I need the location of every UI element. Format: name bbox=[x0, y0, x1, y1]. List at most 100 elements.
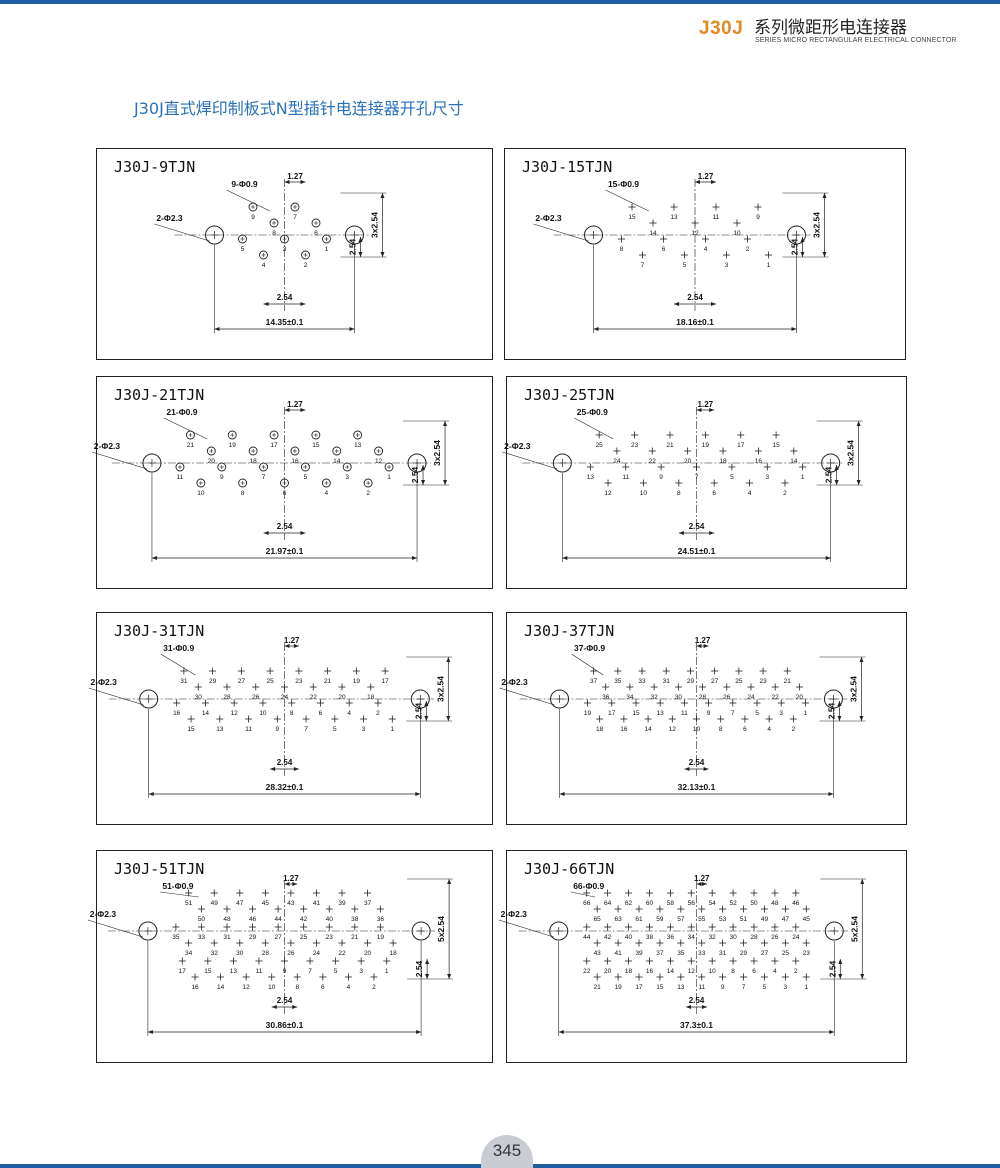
pin-hole bbox=[245, 715, 253, 723]
pin-number: 5 bbox=[333, 726, 337, 733]
pin-number: 15 bbox=[772, 442, 780, 449]
pin-number: 19 bbox=[614, 984, 622, 991]
cutout-drawing: 2524232221201918171615141312111098765432… bbox=[502, 400, 863, 562]
arrow-head bbox=[860, 879, 865, 884]
pin-hole bbox=[288, 699, 296, 707]
pin-hole bbox=[801, 699, 809, 707]
pin-number: 46 bbox=[249, 916, 257, 923]
pin-hole bbox=[290, 202, 300, 212]
pin-hole bbox=[614, 905, 622, 913]
pin-number: 51 bbox=[740, 916, 748, 923]
pin-number: 18 bbox=[389, 950, 397, 957]
pin-hole bbox=[789, 715, 797, 723]
pin-hole bbox=[344, 973, 352, 981]
pin-hole bbox=[325, 905, 333, 913]
pin-number: 6 bbox=[321, 984, 325, 991]
pin-number: 25 bbox=[596, 442, 604, 449]
pin-hole bbox=[790, 447, 798, 455]
arrow-head bbox=[447, 879, 452, 884]
pin-number: 33 bbox=[198, 934, 206, 941]
width-dimension: 24.51±0.1 bbox=[678, 546, 716, 556]
pin-hole bbox=[639, 479, 647, 487]
panel-title: J30J-37TJN bbox=[524, 622, 615, 640]
pin-number: 57 bbox=[677, 916, 685, 923]
pin-hole bbox=[686, 667, 694, 675]
header-subtitle: SERIES MICRO RECTANGULAR ELECTRICAL CONN… bbox=[755, 37, 957, 44]
pin-number: 22 bbox=[583, 968, 591, 975]
pin-hole bbox=[675, 479, 683, 487]
pin-number: 10 bbox=[268, 984, 276, 991]
pin-hole bbox=[698, 973, 706, 981]
pin-hole bbox=[680, 699, 688, 707]
pitch-label: 1.27 bbox=[695, 636, 711, 645]
pin-number: 21 bbox=[324, 678, 332, 685]
pin-number: 10 bbox=[197, 490, 205, 497]
pin-hole bbox=[287, 939, 295, 947]
pin-hole bbox=[740, 973, 748, 981]
arrow-head bbox=[421, 465, 426, 470]
pin-number: 17 bbox=[635, 984, 643, 991]
pin-hole bbox=[287, 889, 295, 897]
pin-hole bbox=[719, 905, 727, 913]
pin-number: 31 bbox=[180, 678, 188, 685]
pin-hole bbox=[269, 430, 279, 440]
pin-hole bbox=[367, 683, 375, 691]
pin-number: 1 bbox=[385, 968, 389, 975]
pin-hole bbox=[261, 889, 269, 897]
pin-number: 16 bbox=[755, 458, 763, 465]
pin-number: 7 bbox=[731, 710, 735, 717]
pin-hole bbox=[301, 250, 310, 260]
pin-number: 5 bbox=[683, 262, 687, 269]
pin-number: 45 bbox=[262, 900, 270, 907]
pin-hole bbox=[677, 973, 685, 981]
pin-number: 30 bbox=[195, 694, 203, 701]
pin-hole bbox=[352, 667, 360, 675]
arrow-head bbox=[834, 480, 839, 485]
arrow-head bbox=[696, 882, 702, 886]
pin-number: 32 bbox=[709, 934, 717, 941]
cutout-drawing: 3130292827262524232221201918171615141312… bbox=[88, 636, 453, 798]
pin-number: 9 bbox=[707, 710, 711, 717]
arrow-head bbox=[709, 408, 715, 412]
mount-hole-label: 2-Φ2.3 bbox=[535, 213, 562, 223]
arrow-head bbox=[147, 1030, 153, 1034]
pin-hole bbox=[191, 973, 199, 981]
pin-number: 9 bbox=[756, 214, 760, 221]
height-dimension: 5x2.54 bbox=[436, 916, 446, 942]
pin-hole bbox=[217, 973, 225, 981]
pin-number: 27 bbox=[274, 934, 282, 941]
pin-number: 28 bbox=[699, 694, 707, 701]
pitch-label: 2.54 bbox=[277, 996, 293, 1005]
pin-hole bbox=[792, 923, 800, 931]
pitch-label: 1.27 bbox=[694, 874, 710, 883]
pin-hole bbox=[687, 923, 695, 931]
pin-hole bbox=[670, 203, 678, 211]
pin-number: 3 bbox=[765, 474, 769, 481]
pin-number: 35 bbox=[614, 678, 622, 685]
pin-hole bbox=[625, 889, 633, 897]
pin-hole bbox=[593, 973, 601, 981]
panel-title: J30J-51TJN bbox=[114, 860, 205, 878]
pitch-label: 1.27 bbox=[287, 172, 303, 181]
pin-hole bbox=[210, 889, 218, 897]
pin-hole bbox=[236, 939, 244, 947]
pin-hole bbox=[309, 683, 317, 691]
mounting-hole bbox=[824, 921, 844, 941]
arrow-head bbox=[443, 480, 448, 485]
pin-hole bbox=[648, 447, 656, 455]
pin-number: 12 bbox=[604, 490, 612, 497]
pin-hole bbox=[622, 463, 630, 471]
pin-number: 23 bbox=[326, 934, 334, 941]
pin-hole bbox=[656, 699, 664, 707]
pin-hole bbox=[364, 889, 372, 897]
arrow-head bbox=[425, 959, 430, 964]
arrow-head bbox=[829, 1030, 835, 1034]
pin-number: 11 bbox=[698, 984, 705, 991]
pin-hole bbox=[649, 219, 657, 227]
pin-hole bbox=[662, 667, 670, 675]
pin-hole bbox=[217, 462, 227, 472]
pin-number: 9 bbox=[721, 984, 725, 991]
pin-hole bbox=[759, 667, 767, 675]
arrow-head bbox=[151, 556, 157, 560]
arrow-head bbox=[696, 644, 702, 648]
